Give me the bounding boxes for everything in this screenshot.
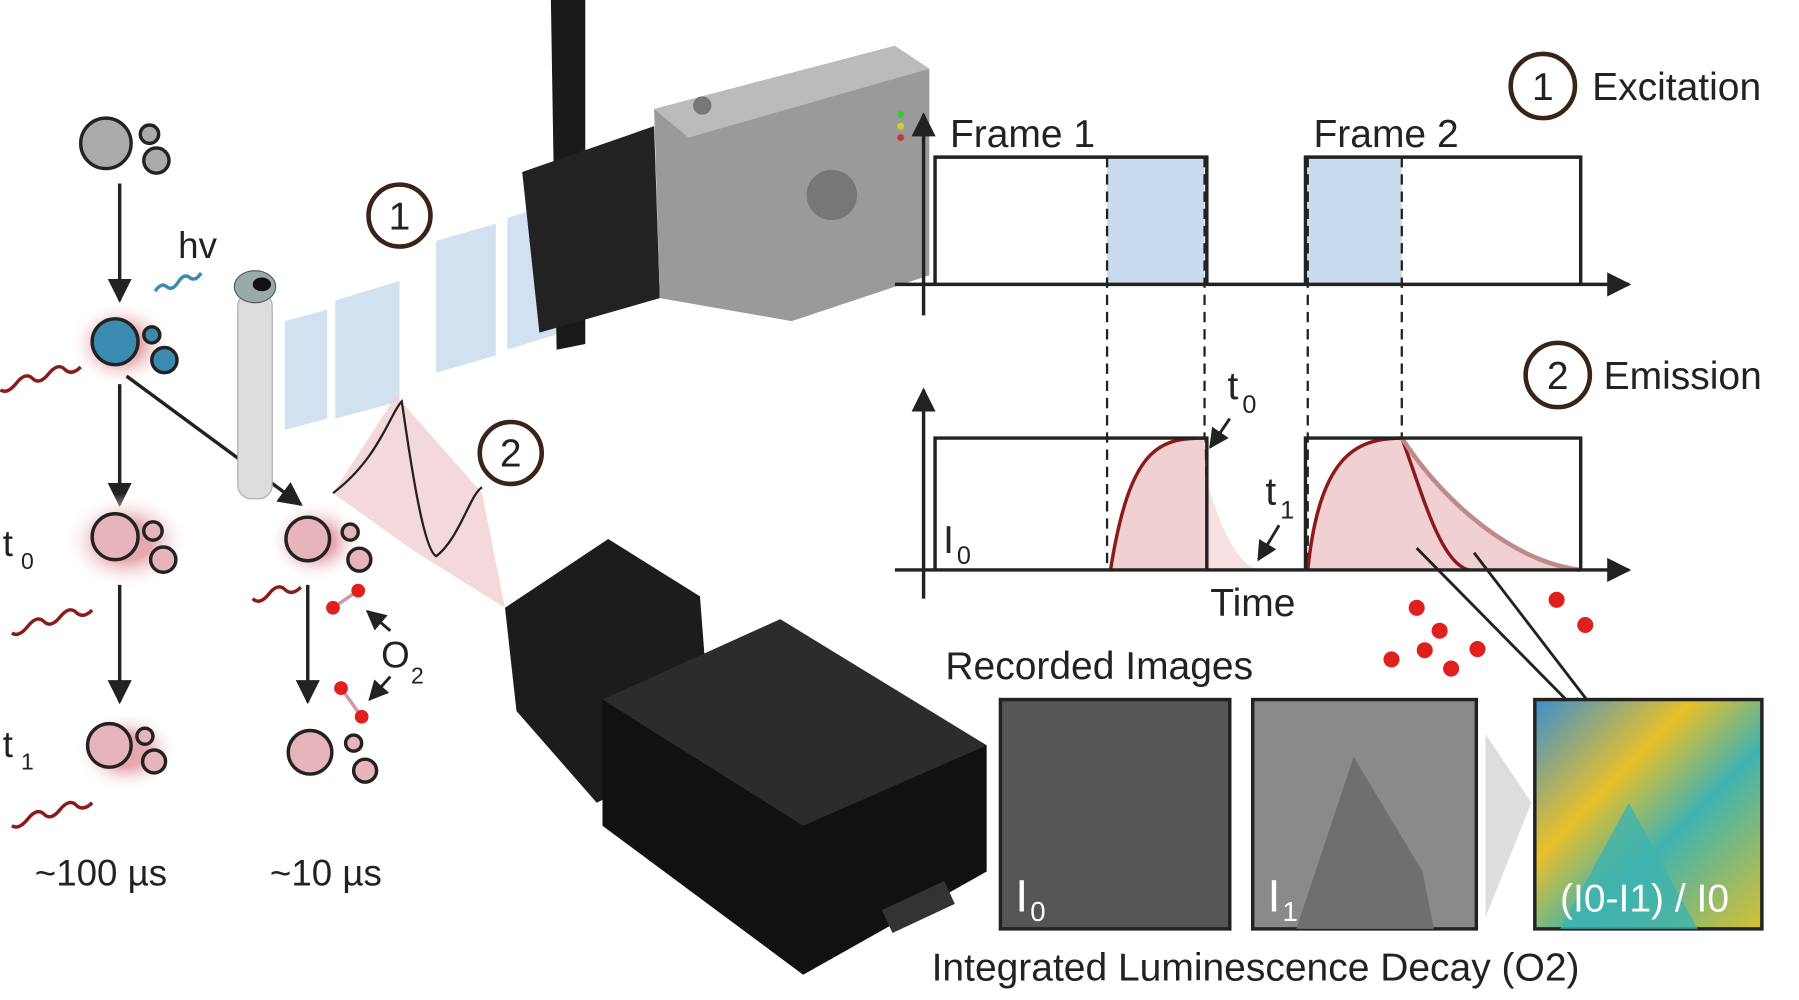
svg-text:I: I <box>1015 870 1028 922</box>
emission-wave-icon <box>10 608 94 637</box>
molecule-t0-quenched <box>267 501 373 582</box>
i0-chart-label: I <box>943 519 954 562</box>
laser-light-source <box>522 0 930 350</box>
excitation-timing-chart: Frame 1 Frame 2 <box>894 112 1632 316</box>
caption: Integrated Luminescence Decay (O2) <box>932 947 1580 990</box>
left-t0-sub: 0 <box>21 548 34 574</box>
hv-label: hv <box>178 225 217 266</box>
t0-label: t <box>1227 365 1238 408</box>
svg-text:1: 1 <box>1283 896 1298 927</box>
svg-text:0: 0 <box>1242 391 1256 419</box>
arrow-to-result <box>1485 733 1532 918</box>
svg-text:0: 0 <box>957 542 971 570</box>
svg-text:(I0-I1) / I0: (I0-I1) / I0 <box>1560 878 1729 921</box>
molecule-t0-unquenched <box>63 493 190 590</box>
emission-timing-chart: I 0 t 0 t 1 Time <box>894 365 1632 625</box>
svg-text:0: 0 <box>1030 896 1045 927</box>
step-1-marker-device: 1 <box>366 182 433 249</box>
excitation-label: Excitation <box>1592 66 1761 109</box>
svg-text:2: 2 <box>500 433 522 476</box>
left-t1-label: t <box>3 724 13 765</box>
svg-text:1: 1 <box>1532 66 1554 109</box>
image-i0: I 0 <box>998 697 1232 931</box>
emission-wave-icon <box>10 800 94 829</box>
oxygen-molecule-icon <box>326 583 369 724</box>
svg-text:2: 2 <box>1547 355 1569 398</box>
sample-vial <box>233 270 277 500</box>
molecule-ground-state <box>78 116 171 175</box>
oxygen-molecules-cluster <box>1383 591 1594 677</box>
recorded-images-title: Recorded Images <box>945 645 1253 688</box>
o2-label: O <box>381 634 410 675</box>
molecule-t1-unquenched <box>74 711 179 792</box>
image-oxygen-map: (I0-I1) / I0 <box>1533 697 1764 931</box>
photon-wave-icon <box>153 271 203 293</box>
step-1-excitation-header: 1 Excitation <box>1508 51 1761 121</box>
step-2-emission-header: 2 Emission <box>1523 340 1762 410</box>
emission-wave-icon <box>0 364 82 393</box>
left-t0-label: t <box>3 523 13 564</box>
molecule-excited-state <box>69 300 179 388</box>
left-t1-sub: 1 <box>21 748 34 774</box>
frame1-label: Frame 1 <box>950 113 1095 156</box>
svg-text:1: 1 <box>1280 496 1294 524</box>
svg-text:1: 1 <box>389 195 411 238</box>
molecule-t1-quenched <box>286 728 379 784</box>
lifetime-short-label: ~10 µs <box>270 852 382 893</box>
o2-sub: 2 <box>411 662 424 688</box>
image-i1: I 1 <box>1250 697 1479 931</box>
emission-label: Emission <box>1604 355 1762 398</box>
time-axis-label: Time <box>1210 582 1295 625</box>
lifetime-long-label: ~100 µs <box>35 852 167 893</box>
frame2-gate <box>1307 157 1402 285</box>
t1-label: t <box>1265 471 1276 514</box>
svg-text:I: I <box>1268 870 1281 922</box>
step-2-marker-device: 2 <box>477 419 544 487</box>
frame2-label: Frame 2 <box>1313 113 1458 156</box>
camera <box>505 538 987 975</box>
frame1-gate <box>1107 157 1205 285</box>
excitation-pulses <box>933 155 1583 285</box>
